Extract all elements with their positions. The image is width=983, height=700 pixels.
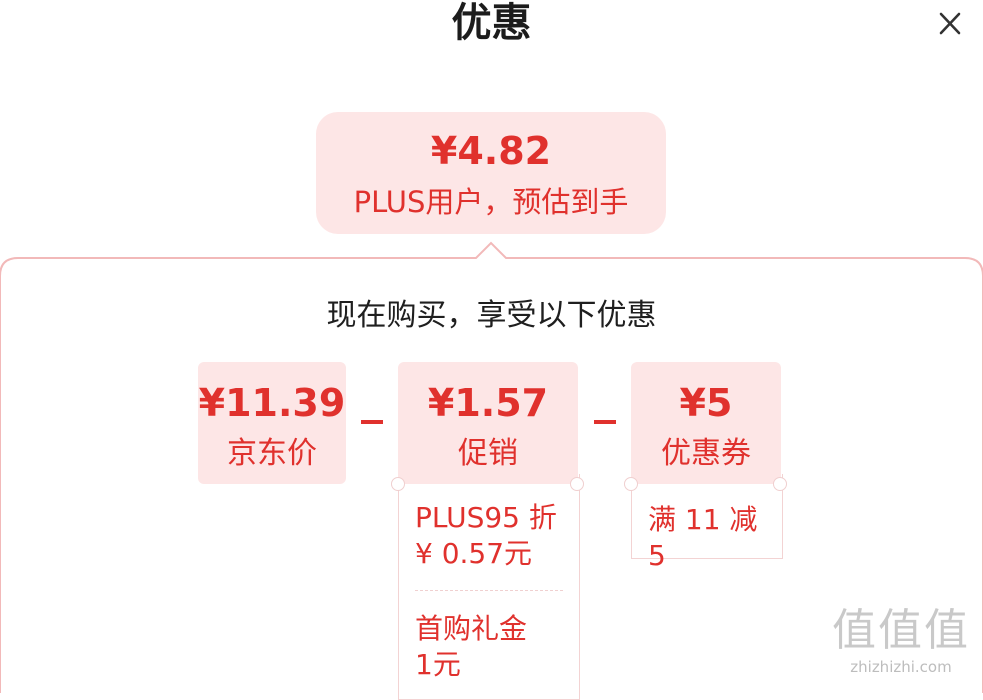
coupon-detail-threshold: 满 11 减 5 xyxy=(648,503,758,572)
promotion-detail-value: ¥ 0.57元 xyxy=(415,537,533,570)
minus-operator xyxy=(361,420,383,424)
promotion-label: 促销 xyxy=(458,436,518,471)
estimated-price-box: ¥4.82 PLUS用户，预估到手 xyxy=(316,112,666,234)
watermark-domain: zhizhizhi.com xyxy=(850,658,952,676)
estimated-price: ¥4.82 xyxy=(430,129,552,173)
coupon-amount: ¥5 xyxy=(679,381,733,425)
promotion-amount: ¥1.57 xyxy=(427,381,549,425)
promotion-detail-value: 1元 xyxy=(415,648,461,681)
dashed-divider xyxy=(415,590,563,591)
promotion-detail-plus-discount: PLUS95 折 ¥ 0.57元 xyxy=(399,500,579,572)
ticket-notch xyxy=(391,477,405,491)
discount-breakdown-heading: 现在购买，享受以下优惠 xyxy=(326,298,657,333)
promotion-detail-first-purchase-gift: 首购礼金 1元 xyxy=(399,611,579,683)
jd-price-label: 京东价 xyxy=(227,436,317,471)
coupon-label: 优惠券 xyxy=(661,436,751,471)
promotion-detail-title: PLUS95 折 xyxy=(415,501,557,534)
jd-price-tile: ¥11.39 京东价 xyxy=(198,362,346,484)
ticket-notch xyxy=(570,477,584,491)
estimated-price-label: PLUS用户，预估到手 xyxy=(353,185,629,219)
promotion-details-card: PLUS95 折 ¥ 0.57元 首购礼金 1元 xyxy=(398,474,580,700)
close-icon xyxy=(939,12,961,35)
close-button[interactable] xyxy=(930,8,970,40)
jd-price-amount: ¥11.39 xyxy=(198,381,346,425)
site-watermark: 值值值 zhizhizhi.com xyxy=(826,606,976,678)
minus-operator xyxy=(594,420,616,424)
ticket-notch xyxy=(624,477,638,491)
watermark-logo: 值值值 xyxy=(832,605,970,656)
promotion-tile: ¥1.57 促销 xyxy=(398,362,578,484)
promotion-detail-title: 首购礼金 xyxy=(415,612,528,645)
coupon-details-card: 满 11 减 5 xyxy=(631,474,783,572)
ticket-notch xyxy=(773,477,787,491)
page-title: 优惠 xyxy=(451,0,532,46)
coupon-tile: ¥5 优惠券 xyxy=(631,362,781,484)
